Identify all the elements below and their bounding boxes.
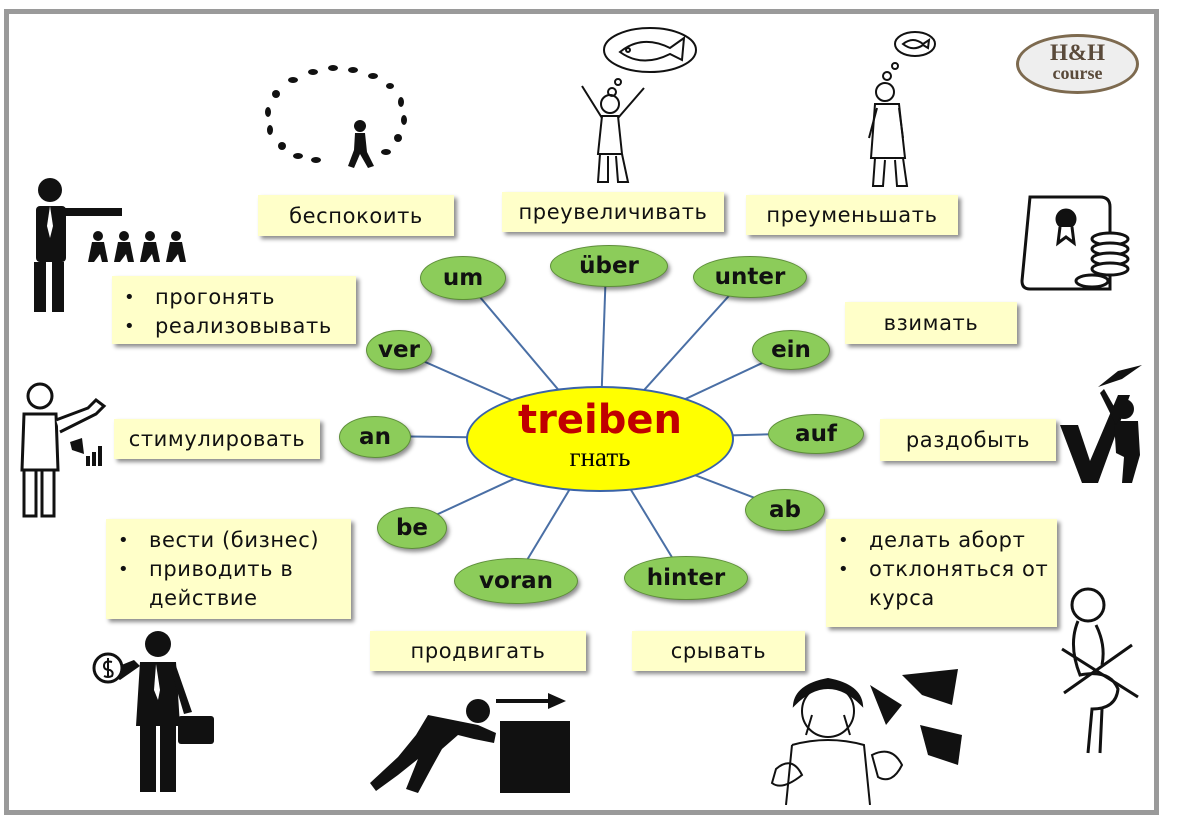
- logo-line2: course: [1052, 63, 1103, 83]
- businessman-money-illustration: [92, 631, 214, 792]
- meaning-voran: продвигать: [370, 631, 586, 671]
- meaning-ver-item: реализовывать: [124, 312, 356, 341]
- meaning-hinter: срывать: [632, 631, 805, 671]
- meaning-ab: делать аборт отклоняться от курса: [826, 519, 1057, 627]
- meaning-ver: прогонять реализовывать: [112, 276, 356, 344]
- document-coins-illustration: [1020, 195, 1130, 291]
- prefix-ein: ein: [752, 330, 830, 370]
- meaning-ein: взимать: [845, 302, 1017, 344]
- syringe-person-illustration: [1060, 365, 1142, 483]
- prefix-an: an: [339, 416, 411, 458]
- meaning-auf: раздобыть: [880, 419, 1056, 461]
- meaning-be-item: вести (бизнес): [118, 526, 351, 555]
- pregnant-crossed-illustration: [1061, 587, 1139, 754]
- boss-pointing-illustration: [34, 178, 186, 312]
- prefix-ueber: über: [550, 245, 668, 287]
- root-word: treiben: [518, 397, 682, 443]
- meaning-unter: преуменьшать: [746, 195, 958, 235]
- brand-logo: H&H course: [1016, 34, 1139, 94]
- meaning-ab-item: отклоняться от курса: [838, 555, 1057, 613]
- root-word-ellipse: treiben гнать: [466, 386, 734, 492]
- prefix-ver: ver: [366, 330, 432, 370]
- prefix-voran: voran: [454, 558, 578, 604]
- prefix-be: be: [377, 507, 447, 549]
- manager-presenting-illustration: [20, 382, 107, 518]
- prefix-unter: unter: [693, 256, 807, 298]
- meaning-be-item: приводить в действие: [118, 555, 351, 613]
- meaning-an: стимулировать: [114, 419, 320, 459]
- fisherman-understating-illustration: [868, 31, 936, 187]
- footprints-circle-illustration: [265, 65, 407, 168]
- meaning-ab-item: делать аборт: [838, 526, 1057, 555]
- meaning-um: беспокоить: [258, 195, 454, 236]
- root-translation: гнать: [569, 442, 631, 472]
- fisherman-exaggerating-illustration: [581, 27, 697, 183]
- logo-line1: H&H: [1050, 40, 1105, 65]
- prefix-ab: ab: [745, 489, 825, 531]
- meaning-be: вести (бизнес) приводить в действие: [106, 519, 351, 619]
- pushing-box-illustration: [370, 693, 570, 793]
- prefix-hinter: hinter: [624, 556, 748, 600]
- shocked-woman-illustration: [770, 669, 962, 805]
- meaning-ueber: преувеличивать: [502, 192, 724, 232]
- prefix-auf: auf: [768, 414, 864, 454]
- prefix-um: um: [420, 256, 506, 300]
- meaning-ver-item: прогонять: [124, 283, 356, 312]
